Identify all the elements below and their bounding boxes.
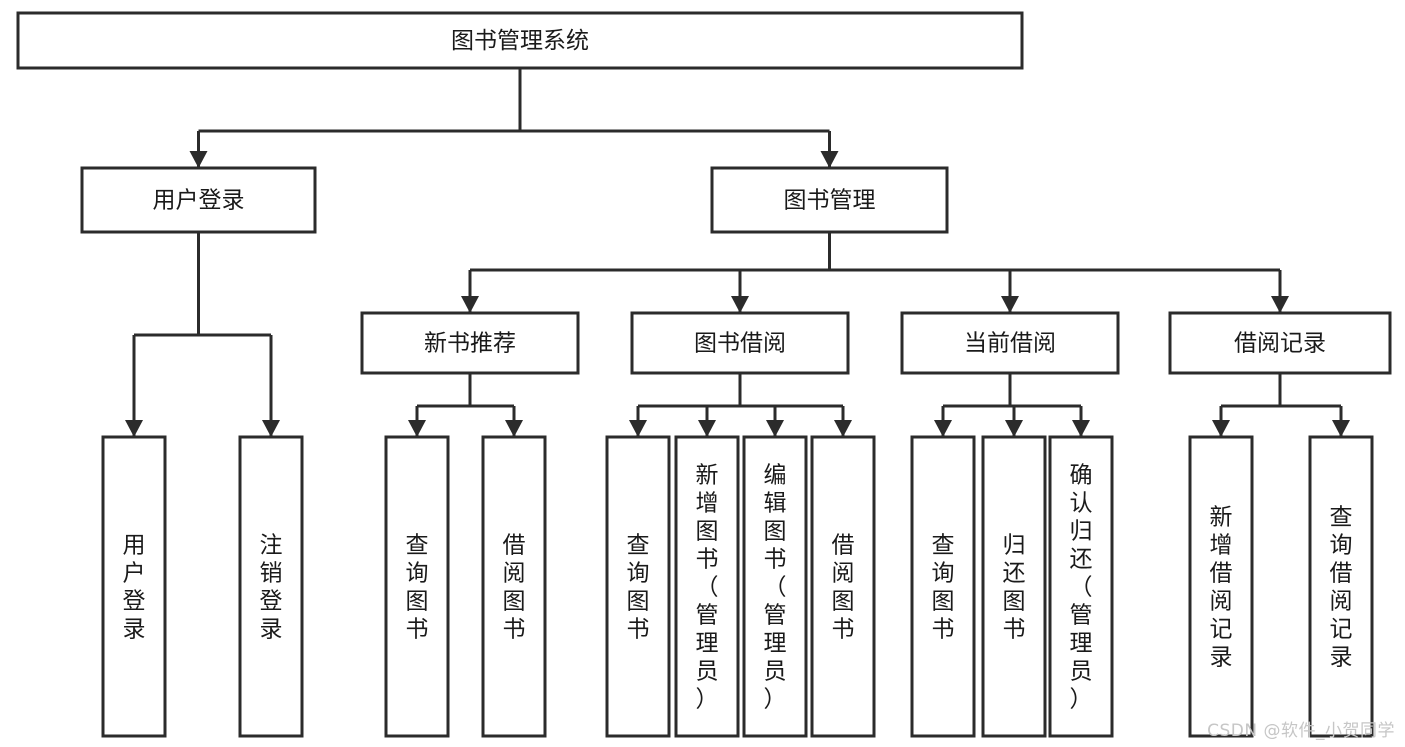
arrow-head-icon (1212, 420, 1230, 437)
arrow-head-icon (934, 420, 952, 437)
arrow-head-icon (698, 420, 716, 437)
leaf-node[interactable]: 借阅图书 (810, 435, 876, 738)
connectors-layer (125, 68, 1350, 437)
leaf-box (1308, 435, 1374, 738)
leaf-node[interactable]: 注销登录 (238, 435, 304, 738)
leaf-node[interactable]: 新增借阅记录 (1188, 435, 1254, 738)
arrow-head-icon (766, 420, 784, 437)
level3-node[interactable]: 借阅记录 (1168, 311, 1392, 375)
leaf-node[interactable]: 归还图书 (981, 435, 1047, 738)
level3-box (1168, 311, 1392, 375)
leaf-label: 新增图书（管理员） (696, 462, 719, 712)
level3-label: 图书借阅 (694, 331, 786, 357)
leaf-label: 归还图书 (1003, 532, 1026, 642)
leaf-label: 借阅图书 (832, 532, 855, 642)
level3-label: 借阅记录 (1234, 331, 1326, 357)
leaf-box (810, 435, 876, 738)
arrow-head-icon (461, 296, 479, 313)
arrow-head-icon (629, 420, 647, 437)
leaf-box (1048, 435, 1114, 738)
watermark-text: CSDN @软件_小贺同学 (1207, 721, 1395, 741)
leaf-label: 查询图书 (406, 532, 429, 642)
leaf-label: 注销登录 (260, 532, 283, 642)
leaf-box (1188, 435, 1254, 738)
level2-label: 图书管理 (784, 188, 876, 214)
leaf-box (101, 435, 167, 738)
arrow-head-icon (1271, 296, 1289, 313)
level3-node[interactable]: 新书推荐 (360, 311, 580, 375)
arrow-head-icon (834, 420, 852, 437)
leaf-box (910, 435, 976, 738)
arrow-head-icon (125, 420, 143, 437)
arrow-head-icon (262, 420, 280, 437)
leaf-node[interactable]: 查询图书 (384, 435, 450, 738)
leaf-label: 借阅图书 (503, 532, 526, 642)
level3-node[interactable]: 图书借阅 (630, 311, 850, 375)
leaf-label: 用户登录 (123, 532, 146, 642)
leaf-label: 查询图书 (627, 532, 650, 642)
arrow-head-icon (1005, 420, 1023, 437)
arrow-head-icon (1001, 296, 1019, 313)
root-box (16, 11, 1024, 70)
leaf-node[interactable]: 查询图书 (605, 435, 671, 738)
level2-node[interactable]: 图书管理 (710, 166, 949, 234)
level3-label: 新书推荐 (424, 331, 516, 357)
leaf-label: 查询图书 (932, 532, 955, 642)
arrow-head-icon (1072, 420, 1090, 437)
leaf-box (742, 435, 808, 738)
leaf-node[interactable]: 编辑图书（管理员） (742, 435, 808, 738)
leaf-node[interactable]: 确认归还（管理员） (1048, 435, 1114, 738)
arrow-head-icon (731, 296, 749, 313)
leaf-label: 编辑图书（管理员） (764, 462, 787, 712)
leaf-node[interactable]: 查询图书 (910, 435, 976, 738)
leaf-node[interactable]: 借阅图书 (481, 435, 547, 738)
leaf-label: 确认归还（管理员） (1070, 462, 1093, 712)
leaf-node[interactable]: 用户登录 (101, 435, 167, 738)
level3-box (630, 311, 850, 375)
root-label: 图书管理系统 (451, 28, 589, 54)
leaf-label: 查询借阅记录 (1330, 504, 1353, 670)
leaf-label: 新增借阅记录 (1210, 504, 1233, 670)
arrow-head-icon (189, 151, 208, 168)
level3-box (360, 311, 580, 375)
leaf-node[interactable]: 新增图书（管理员） (674, 435, 740, 738)
leaf-box (981, 435, 1047, 738)
level2-box (710, 166, 949, 234)
leaf-box (674, 435, 740, 738)
level2-box (80, 166, 317, 234)
level3-node[interactable]: 当前借阅 (900, 311, 1120, 375)
arrow-head-icon (820, 151, 839, 168)
arrow-head-icon (505, 420, 523, 437)
level3-box (900, 311, 1120, 375)
leaf-node[interactable]: 查询借阅记录 (1308, 435, 1374, 738)
leaf-box (481, 435, 547, 738)
level3-label: 当前借阅 (964, 331, 1056, 357)
arrow-head-icon (408, 420, 426, 437)
level2-node[interactable]: 用户登录 (80, 166, 317, 234)
leaf-box (238, 435, 304, 738)
level2-label: 用户登录 (153, 188, 245, 214)
arrow-head-icon (1332, 420, 1350, 437)
leaf-box (605, 435, 671, 738)
nodes-layer: 图书管理系统用户登录图书管理新书推荐图书借阅当前借阅借阅记录用户登录注销登录查询… (16, 11, 1392, 738)
root-node[interactable]: 图书管理系统 (16, 11, 1024, 70)
leaf-box (384, 435, 450, 738)
